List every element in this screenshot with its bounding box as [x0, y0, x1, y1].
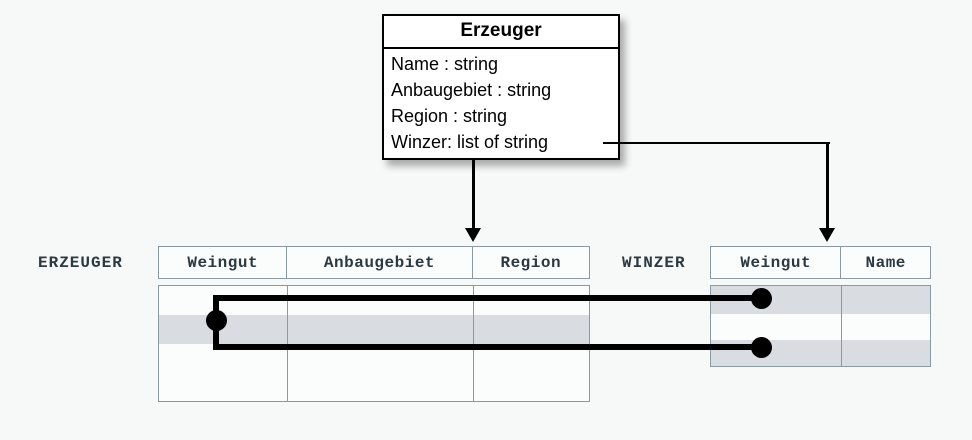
table-row [159, 344, 589, 373]
uml-attribute-name: Name : string [391, 54, 499, 74]
arrow-elbow-horizontal-to-winzer [603, 142, 830, 144]
uml-class-name: Erzeuger [384, 16, 618, 49]
table-header-erzeuger: Weingut Anbaugebiet Region [158, 246, 590, 279]
table-cell-weingut [711, 286, 842, 314]
column-header-region: Region [500, 253, 562, 272]
table-cell-weingut [711, 314, 842, 340]
table-body-erzeuger [158, 285, 590, 402]
table-cell-weingut [159, 344, 288, 373]
uml-attribute-region: Region : string [391, 106, 508, 126]
table-cell-weingut [159, 373, 288, 401]
table-header-winzer: Weingut Name [710, 246, 931, 279]
table-cell-weingut [711, 340, 842, 366]
connector-upper-horizontal [213, 295, 763, 301]
table-label-winzer: WINZER [622, 254, 686, 272]
arrow-shaft-to-erzeuger [472, 160, 475, 232]
column-header-anbaugebiet: Anbaugebiet [287, 247, 473, 278]
table-row [711, 314, 930, 340]
arrow-head-to-winzer [819, 228, 835, 242]
uml-attribute-list: Name : string Anbaugebiet : string Regio… [384, 49, 618, 158]
table-row [159, 373, 589, 401]
connector-dot-erzeuger-row [206, 310, 227, 331]
column-header-name: Name [865, 253, 906, 272]
table-row [159, 315, 589, 344]
table-cell-anbaugebiet [288, 373, 474, 401]
connector-dot-winzer-row-1 [751, 288, 772, 309]
table-cell-name [842, 286, 930, 314]
table-cell-region [474, 373, 589, 401]
arrow-shaft-to-winzer [826, 142, 829, 232]
table-cell-weingut [159, 315, 288, 344]
table-cell-anbaugebiet [288, 315, 474, 344]
table-cell-anbaugebiet [288, 344, 474, 373]
table-label-erzeuger: ERZEUGER [38, 254, 123, 272]
uml-class-box-erzeuger: Erzeuger Name : string Anbaugebiet : str… [382, 14, 620, 160]
table-cell-name [842, 314, 930, 340]
uml-attribute-winzer: Winzer: list of string [391, 132, 549, 152]
table-cell-region [474, 315, 589, 344]
uml-attribute-anbaugebiet: Anbaugebiet : string [391, 80, 552, 100]
connector-lower-horizontal [213, 344, 763, 350]
table-cell-name [842, 340, 930, 366]
column-header-weingut: Weingut [159, 247, 288, 278]
column-header-weingut: Weingut [711, 247, 842, 278]
arrow-head-to-erzeuger [465, 228, 481, 242]
connector-dot-winzer-row-3 [751, 337, 772, 358]
